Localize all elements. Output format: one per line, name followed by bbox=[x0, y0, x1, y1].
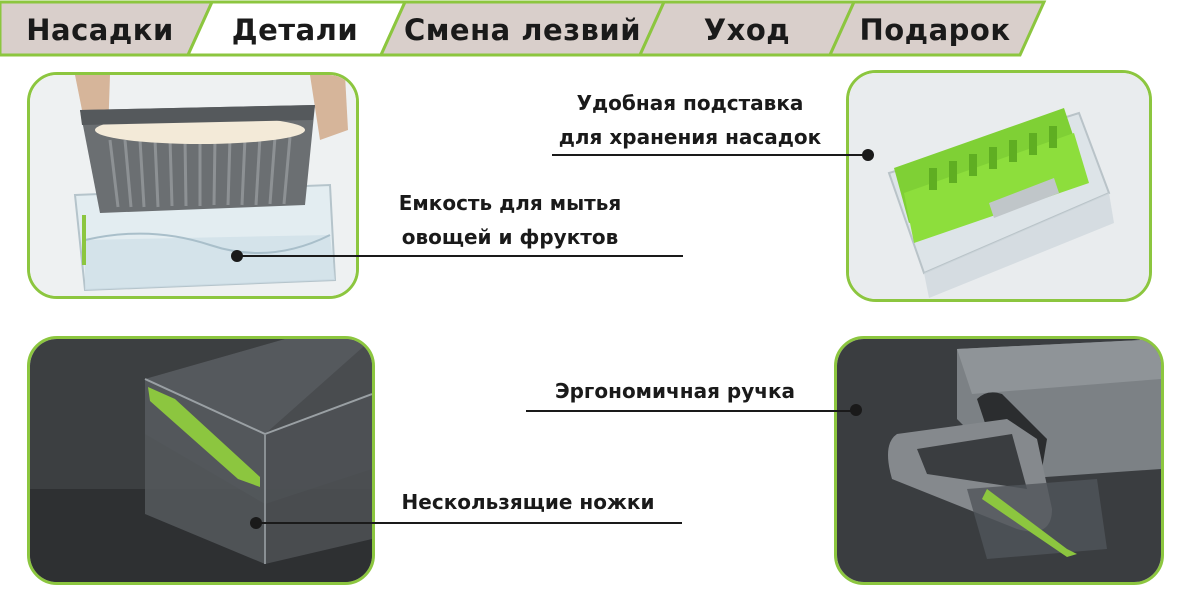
tab-bar-shapes bbox=[0, 0, 1047, 57]
storage-stand-caption-line2: для хранения насадок bbox=[558, 125, 822, 149]
ergonomic-handle-pointer-dot bbox=[850, 404, 862, 416]
non-slip-feet-caption: Нескользящие ножки bbox=[388, 485, 668, 519]
non-slip-feet-photo bbox=[27, 336, 375, 585]
washing-container-pointer-dot bbox=[231, 250, 243, 262]
storage-stand-caption-line1: Удобная подставка bbox=[576, 91, 804, 115]
washing-container-caption: Емкость для мытья овощей и фруктов bbox=[380, 186, 640, 254]
tab-ukhod[interactable]: Уход bbox=[703, 13, 791, 47]
washing-container-pointer-line bbox=[237, 255, 683, 257]
non-slip-feet-pointer-line bbox=[256, 522, 682, 524]
ergonomic-handle-photo bbox=[834, 336, 1164, 585]
ergonomic-handle-caption: Эргономичная ручка bbox=[540, 374, 810, 408]
storage-stand-pointer-line bbox=[552, 154, 867, 156]
washing-container-photo bbox=[27, 72, 359, 299]
tab-podarok[interactable]: Подарок bbox=[859, 13, 1011, 47]
tab-nasadki[interactable]: Насадки bbox=[26, 13, 174, 47]
non-slip-feet-caption-line1: Нескользящие ножки bbox=[401, 490, 655, 514]
storage-stand-caption: Удобная подставка для хранения насадок bbox=[545, 86, 835, 154]
tab-smena-lezviy[interactable]: Смена лезвий bbox=[403, 13, 642, 47]
tab-bar: Насадки Детали Смена лезвий Уход Подарок bbox=[0, 0, 1200, 58]
washing-container-caption-line1: Емкость для мытья bbox=[398, 191, 622, 215]
ergonomic-handle-pointer-line bbox=[526, 410, 856, 412]
storage-stand-pointer-dot bbox=[862, 149, 874, 161]
tab-background-podarok bbox=[827, 0, 1047, 57]
non-slip-feet-pointer-dot bbox=[250, 517, 262, 529]
washing-container-caption-line2: овощей и фруктов bbox=[401, 225, 619, 249]
storage-stand-photo bbox=[846, 70, 1152, 302]
tab-detali[interactable]: Детали bbox=[231, 13, 359, 47]
ergonomic-handle-caption-line1: Эргономичная ручка bbox=[554, 379, 796, 403]
